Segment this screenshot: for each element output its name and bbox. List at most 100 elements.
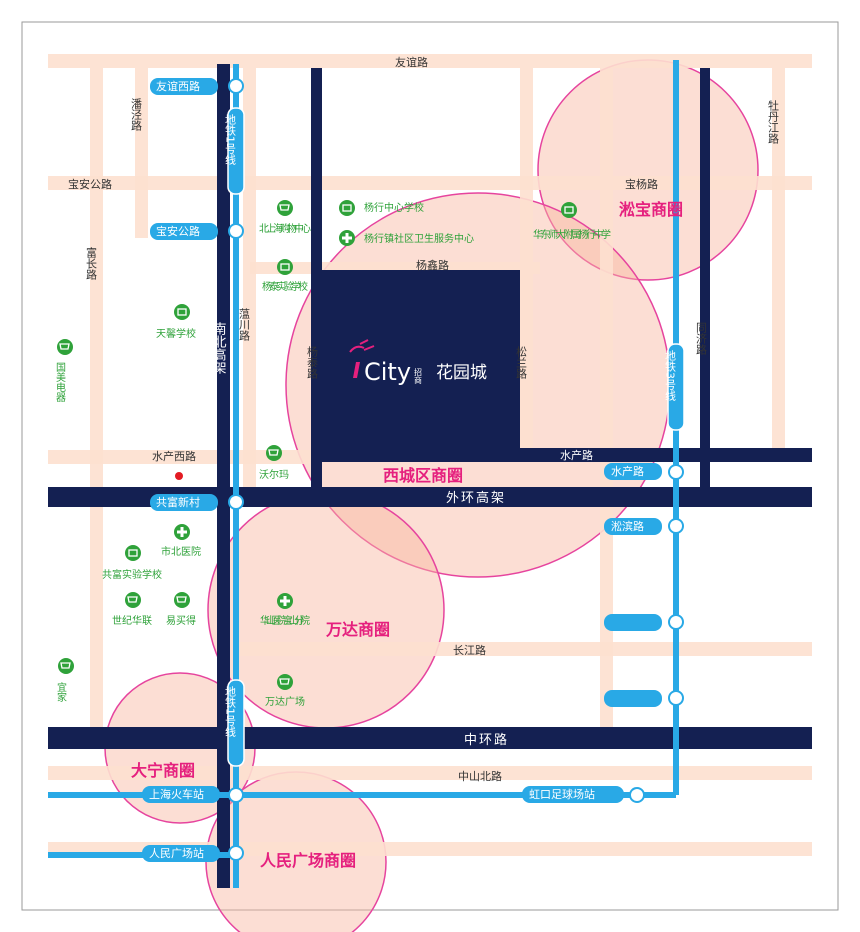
road-label-nanbei: 南北高架 [211,321,227,374]
road-label-changjiang: 长江路 [453,644,486,657]
brand-mark [353,362,360,378]
metro-label-line1-bottom: 地铁1号线 [224,686,237,737]
poi-label-guomei: 国美电器 [54,362,66,403]
poi-label-ikea: 宜家 [55,681,67,702]
site-tag: 招商 [414,367,423,385]
station-label-shanghai-station: 上海火车站 [149,787,204,801]
road-label-shuichan-west: 水产西路 [152,449,196,463]
road-label-panjing: 潘泾路 [130,98,143,132]
road-label-zhonghuan: 中环路 [464,732,509,748]
station-pill-unnamed-2 [604,690,662,707]
road-tongji [700,68,710,488]
road-yunchuan [243,68,256,488]
metro-label-box-line1-top [227,107,245,195]
station-marker-unnamed-2[interactable] [668,690,684,706]
road-label-baoyang: 宝杨路 [625,177,658,191]
station-marker-youyi-west[interactable] [228,78,244,94]
site-brand: City [364,358,411,386]
poi-label-wanda-plaza: 万达广场 [265,695,305,708]
station-pill-youyi-west [150,78,218,95]
poi-label-yanghang-school: 杨行中心学校 [364,201,424,214]
shopping-cart-icon[interactable] [125,592,141,608]
poi-label-yanghang-clinic: 杨行镇社区卫生服务中心 [364,232,474,245]
station-marker-gongfu[interactable] [228,494,244,510]
station-label-baoan: 宝安公路 [156,224,200,238]
zone-label-daning: 大宁商圈 [131,761,195,780]
road-mudanjiang [772,68,785,448]
school-icon[interactable] [125,545,141,561]
station-marker-baoan[interactable] [228,223,244,239]
road-youyi [48,54,812,68]
station-marker-shuichan[interactable] [668,464,684,480]
zone-label-songbao: 淞宝商圈 [619,200,683,219]
school-icon[interactable] [174,304,190,320]
road-songlan [520,68,533,453]
poi-label-tianxin-school: 天馨学校 [156,327,196,340]
school-icon[interactable] [339,200,355,216]
poi-label-shiji-hualian: 世纪华联 [112,614,152,627]
station-label-hongkou: 虹口足球场站 [529,787,595,801]
poi-label-huashan-hospital: 华山医院宝山分院 [260,614,310,627]
road-fuchang [90,68,103,728]
highway-nanbei [217,64,230,888]
station-pill-shuichan [604,463,662,480]
road-label-waihuan: 外环高架 [446,490,506,506]
poi-label-beishanghai-mall: 北上海购物中心 [259,222,311,235]
station-label-shuichan: 水产路 [611,464,644,478]
station-marker-unnamed-1[interactable] [668,614,684,630]
road-shuichan [322,448,812,462]
red-location-dot [175,472,183,480]
road-changjiang [240,642,812,656]
school-icon[interactable] [561,202,577,218]
road-label-tongji: 同济路 [695,322,708,356]
zone-label-xicheng: 西城区商圈 [383,466,463,485]
station-marker-shanghai-station[interactable] [228,787,244,803]
shopping-cart-icon[interactable] [277,200,293,216]
station-label-renmin: 人民广场站 [149,846,204,860]
zone-label-wanda: 万达商圈 [325,620,390,639]
metro-label-line3: 地铁3号线 [664,350,677,401]
metro-label-line1-top: 地铁1号线 [224,114,237,165]
poi-label-yimaide: 易买得 [166,615,196,627]
station-pill-baoan [150,223,218,240]
road-label-baoan: 宝安公路 [68,177,112,191]
station-marker-hongkou[interactable] [629,787,645,803]
shopping-cart-icon[interactable] [174,592,190,608]
station-pill-hongkou [522,786,624,803]
poi-label-gongfu-school: 共富实验学校 [102,568,162,581]
shopping-cart-icon[interactable] [58,658,74,674]
station-pill-songbin [604,518,662,535]
road-label-yangxin: 杨鑫路 [416,258,449,272]
poi-label-walmart: 沃尔玛 [259,468,289,481]
site-name: 花园城 [436,363,487,383]
station-marker-songbin[interactable] [668,518,684,534]
station-label-songbin: 淞滨路 [611,519,644,533]
shopping-cart-icon[interactable] [277,674,293,690]
site-logo[interactable]: City 招商 花园城 [349,339,487,386]
shopping-cart-icon[interactable] [266,445,282,461]
poi-icons [57,200,577,690]
road-label-yunchuan: 蕰川路 [238,308,251,342]
brand-icon [349,339,375,353]
road-label-songlan: 松兰路 [515,345,528,380]
road-label-fuchang: 富长路 [85,246,98,281]
shopping-cart-icon[interactable] [57,339,73,355]
metro-label-box-line3 [667,343,685,431]
hospital-icon[interactable] [339,230,355,246]
road-mid-east [600,68,613,728]
station-label-youyi-west: 友谊西路 [156,79,200,93]
highway-zhonghuan [48,727,812,749]
zone-label-renmin: 人民广场商圈 [260,851,356,870]
station-marker-renmin[interactable] [228,845,244,861]
station-label-gongfu: 共富新村 [156,495,200,509]
hospital-icon[interactable] [277,593,293,609]
school-icon[interactable] [277,259,293,275]
poi-label-huadong-school: 华东师大附属杨行中学 [533,228,611,241]
hospital-icon[interactable] [174,524,190,540]
station-pill-renmin [142,845,220,862]
road-label-yangtai: 杨泰路 [306,345,319,380]
road-label-shuichan: 水产路 [560,448,593,462]
metro-label-box-line1-bottom [227,679,245,767]
